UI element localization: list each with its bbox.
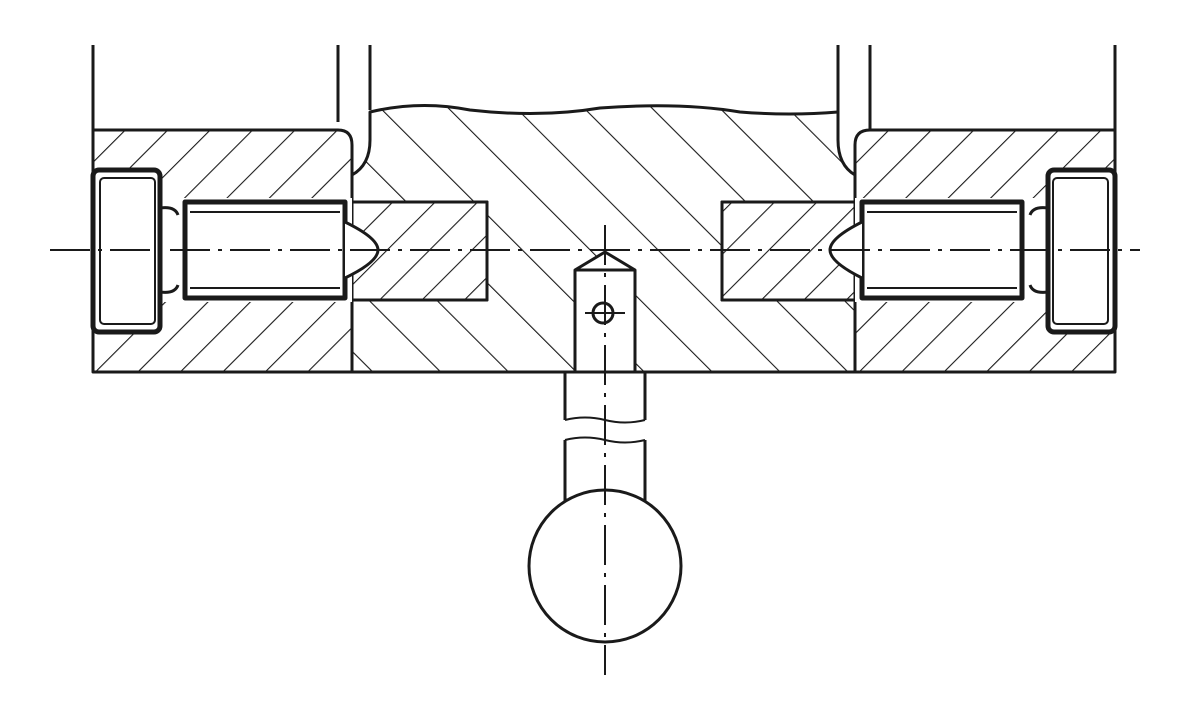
central-body: [350, 103, 857, 374]
guide-lines: [91, 45, 1117, 130]
center-lines: [50, 225, 1140, 675]
